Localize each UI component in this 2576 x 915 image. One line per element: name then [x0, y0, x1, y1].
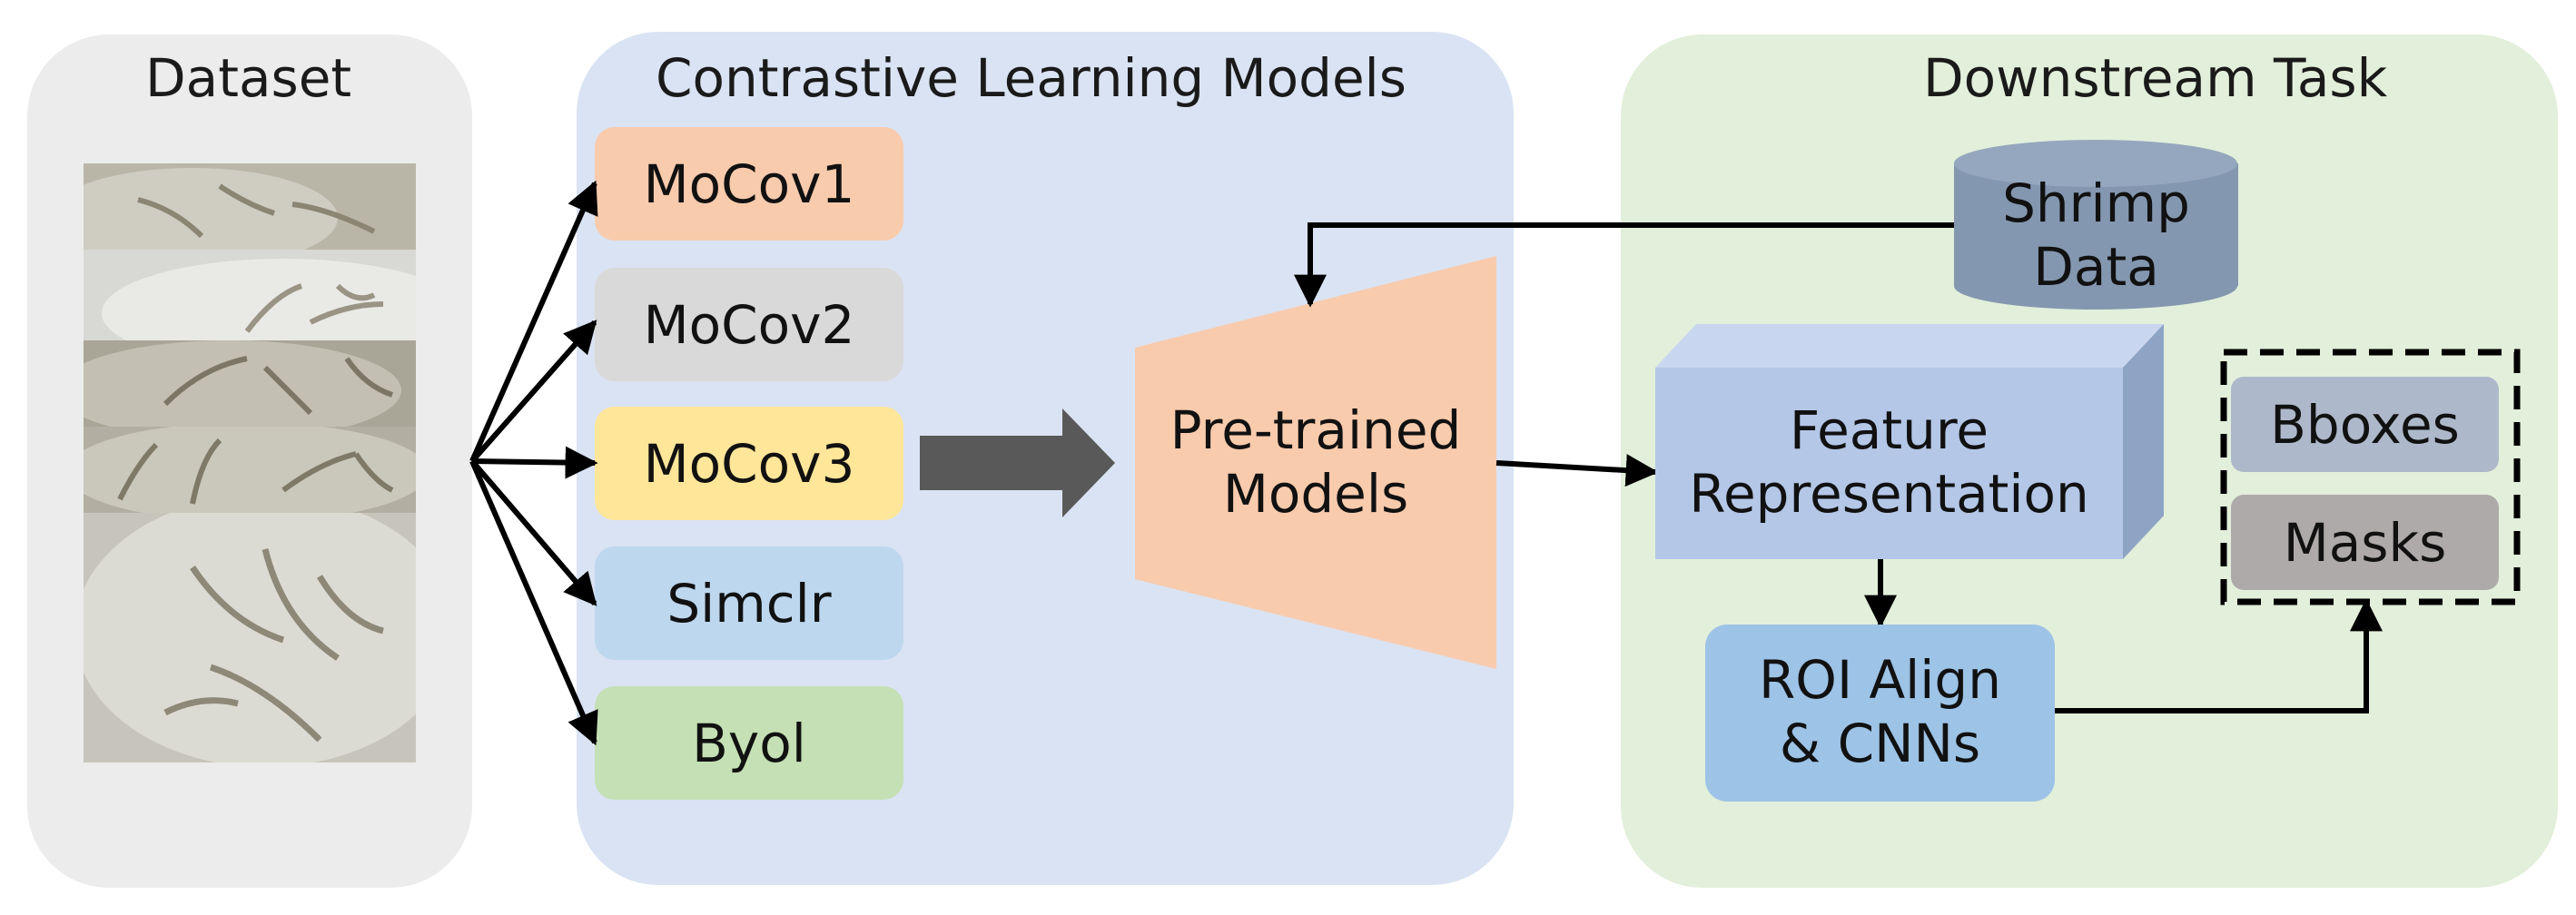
model-box-mocov3: MoCov3 — [595, 407, 903, 520]
roi-box — [1705, 625, 2055, 802]
arrow-to-byol — [469, 459, 598, 746]
pretrained-to-feature-arrow — [1495, 454, 1659, 487]
dataset-fanout-arrows — [469, 180, 598, 746]
dataset-title: Dataset — [145, 47, 352, 109]
model-box-simclr: Simclr — [595, 546, 903, 660]
feature-box-3d — [1655, 324, 2164, 559]
roi-to-outputs-arrow — [2055, 598, 2383, 713]
pretrained-line2: Models — [1222, 463, 1409, 525]
masks-label: Masks — [2283, 511, 2447, 574]
shrimp-data-line2: Data — [2033, 236, 2159, 298]
model-label-mocov3: MoCov3 — [643, 432, 855, 495]
masks-box: Masks — [2231, 495, 2499, 590]
roi-line1: ROI Align — [1759, 649, 2001, 712]
bboxes-box: Bboxes — [2231, 377, 2499, 472]
model-label-mocov2: MoCov2 — [643, 293, 855, 356]
arrow-to-mocov3 — [471, 446, 598, 479]
arrow-to-mocov2 — [469, 320, 597, 463]
shrimp-to-pretrained-arrow — [1294, 222, 1954, 308]
bboxes-label: Bboxes — [2270, 393, 2460, 456]
feature-representation-node: Feature Representation — [1655, 386, 2123, 540]
pretrained-line1: Pre-trained — [1170, 399, 1462, 462]
dataset-image-2 — [84, 250, 416, 340]
roi-align-node: ROI Align & CNNs — [1705, 635, 2055, 790]
roi-line2: & CNNs — [1779, 713, 1981, 774]
feature-line2: Representation — [1689, 463, 2089, 525]
outputs-dashed-container — [2220, 349, 2521, 605]
model-label-byol: Byol — [692, 712, 806, 774]
arrow-to-simclr — [469, 459, 597, 606]
model-box-byol: Byol — [595, 686, 903, 800]
dataset-image-1 — [84, 163, 416, 250]
dataset-image-3 — [84, 340, 416, 427]
dataset-image-4 — [84, 427, 416, 513]
shrimp-data-node: Shrimp Data — [1954, 168, 2238, 304]
arrow-to-mocov1 — [469, 180, 598, 463]
downstream-task-title: Downstream Task — [1923, 47, 2388, 109]
dataset-image-5 — [84, 513, 416, 762]
shrimp-data-cylinder — [1954, 140, 2238, 310]
contrastive-learning-title: Contrastive Learning Models — [656, 47, 1406, 109]
block-arrow — [920, 408, 1115, 517]
pretrained-models-node: Pre-trained Models — [1135, 381, 1496, 545]
model-label-simclr: Simclr — [666, 572, 832, 635]
model-box-mocov1: MoCov1 — [595, 127, 903, 241]
pretrained-trapezoid — [1135, 256, 1496, 669]
model-label-mocov1: MoCov1 — [643, 152, 855, 215]
model-box-mocov2: MoCov2 — [595, 268, 903, 381]
feature-line1: Feature — [1789, 399, 1989, 462]
shrimp-data-line1: Shrimp — [2002, 172, 2190, 235]
